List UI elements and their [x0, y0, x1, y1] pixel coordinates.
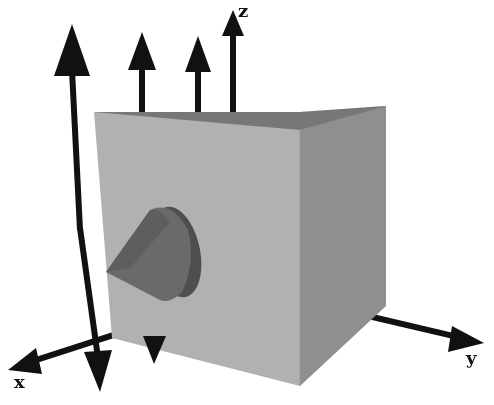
normal-arrow-2 — [185, 36, 211, 112]
small-down-arrow — [143, 336, 166, 364]
x-axis-label: x — [14, 372, 25, 393]
z-axis-label: z — [238, 1, 249, 22]
left-vertical-arrow-up — [54, 24, 90, 231]
y-axis-label: y — [466, 348, 477, 369]
cone — [106, 206, 202, 301]
z-axis — [222, 10, 244, 112]
normal-arrow-1 — [128, 32, 156, 112]
cone-body — [106, 207, 191, 301]
left-vertical-arrow-down — [77, 227, 112, 392]
cube-right-face — [300, 106, 386, 386]
